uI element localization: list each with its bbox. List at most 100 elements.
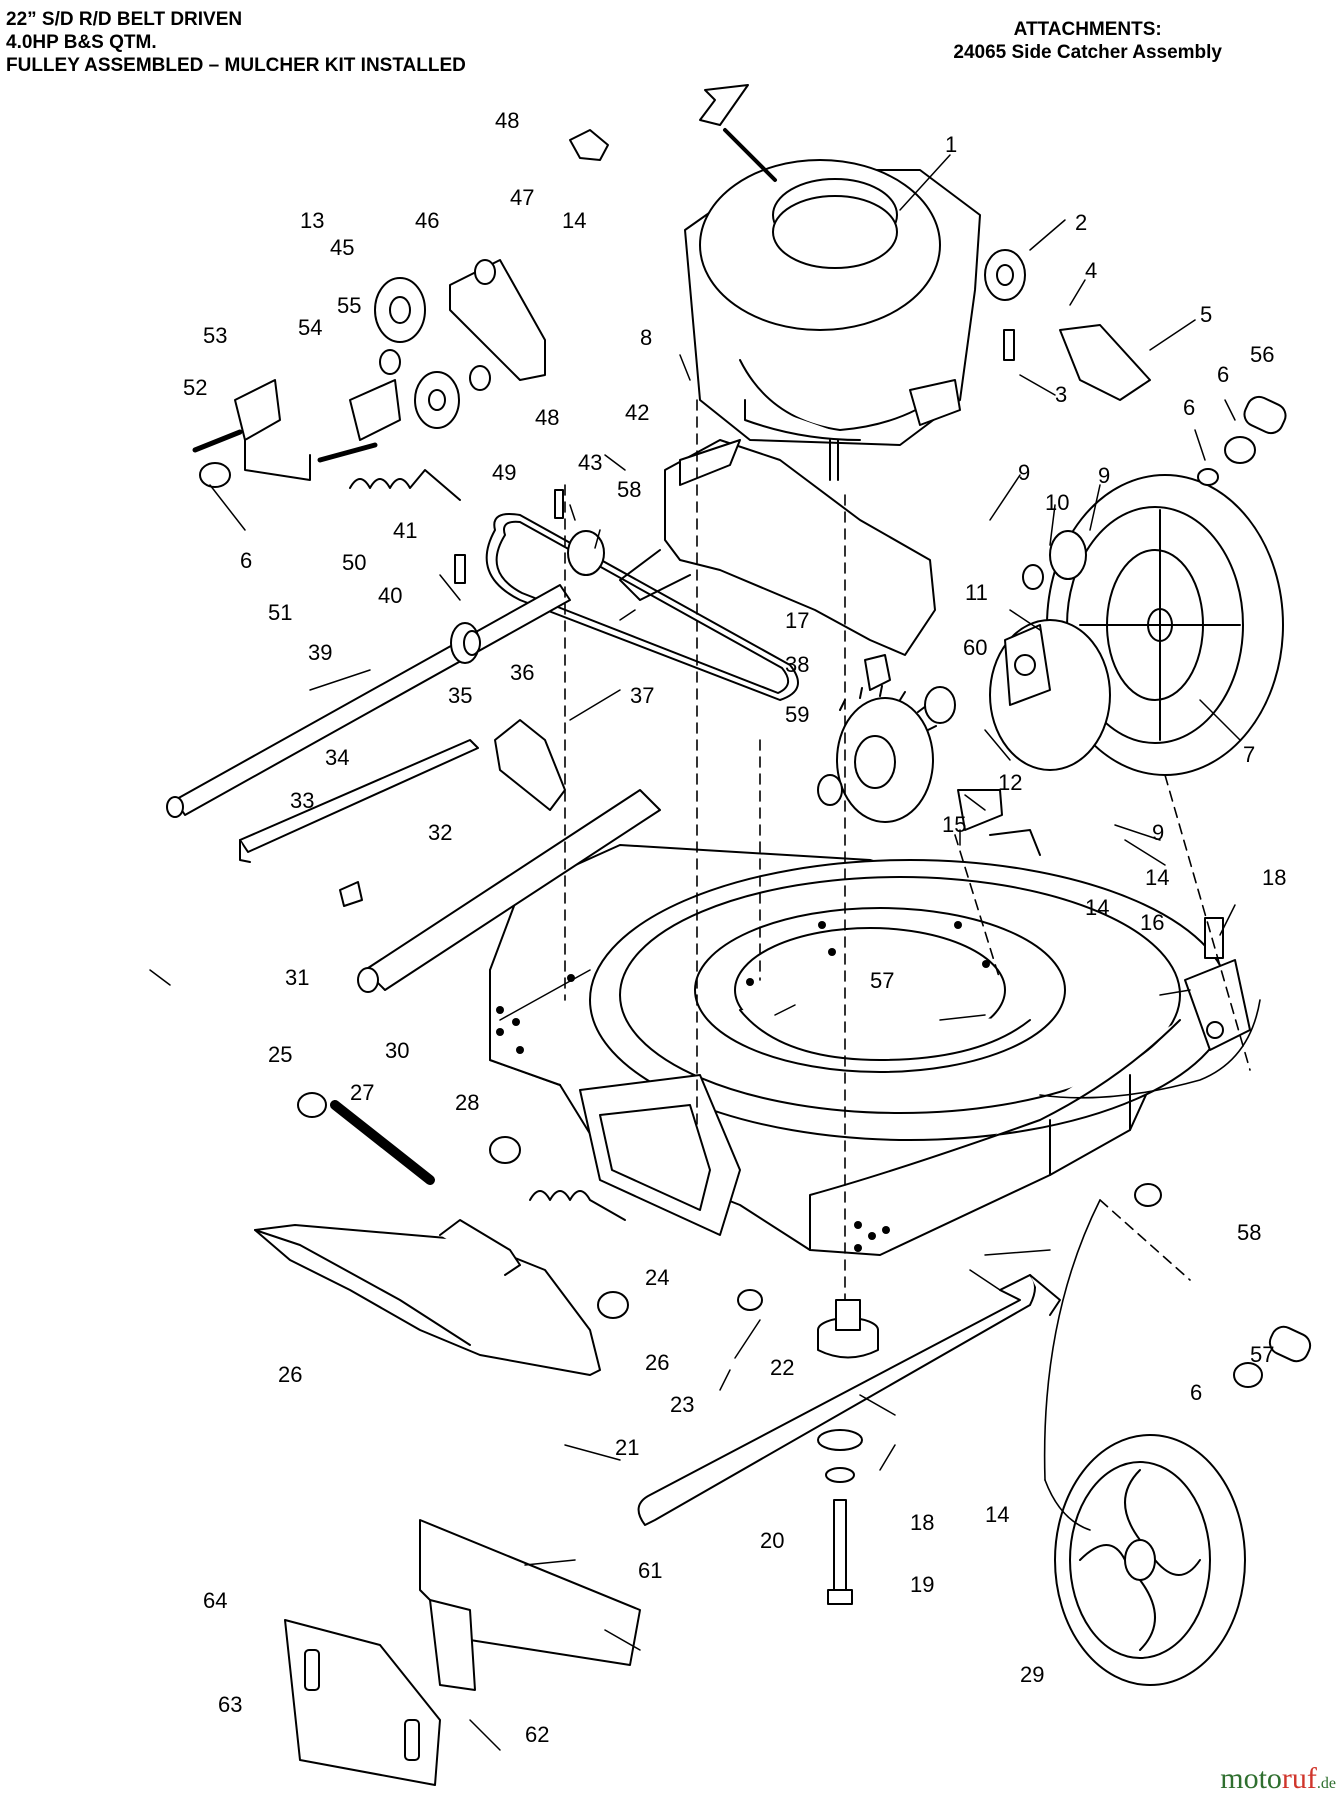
callout-number: 36 — [510, 660, 534, 685]
callout-number: 49 — [492, 460, 516, 485]
callout-number: 14 — [562, 208, 586, 233]
callout-number: 29 — [1020, 1662, 1044, 1687]
callout-number: 27 — [350, 1080, 374, 1105]
callout-number: 18 — [1262, 865, 1286, 890]
callout-number: 22 — [770, 1355, 794, 1380]
callout-number: 12 — [998, 770, 1022, 795]
callout-number: 59 — [785, 702, 809, 727]
callout-number: 37 — [630, 683, 654, 708]
left-bracket-assembly — [192, 259, 605, 576]
callout-number: 60 — [963, 635, 987, 660]
callout-number: 23 — [670, 1392, 694, 1417]
callout-number: 33 — [290, 788, 314, 813]
callout-number: 46 — [415, 208, 439, 233]
springs — [349, 469, 626, 1221]
callout-number: 2 — [1075, 210, 1087, 235]
callout-number: 52 — [183, 375, 207, 400]
callout-numbers: 1 2 3 4 5 6 6 6 6 7 8 9 9 9 10 11 12 13 … — [183, 108, 1286, 1747]
header-line-2: 4.0HP B&S QTM. — [6, 32, 157, 53]
callout-number: 39 — [308, 640, 332, 665]
wheel-hub — [989, 619, 1111, 771]
watermark-logo: motoruf.de — [1220, 1762, 1336, 1796]
callout-number: 7 — [1243, 742, 1255, 767]
callout-number: 32 — [428, 820, 452, 845]
callout-number: 34 — [325, 745, 349, 770]
callout-number: 4 — [1085, 258, 1097, 283]
callout-number: 13 — [300, 208, 324, 233]
callout-number: 28 — [455, 1090, 479, 1115]
header-line-1: 22” S/D R/D BELT DRIVEN — [6, 9, 243, 30]
callout-number: 11 — [965, 580, 988, 605]
mower-deck — [489, 844, 1231, 1256]
drive-belt — [485, 513, 799, 701]
callout-number: 20 — [760, 1528, 784, 1553]
callout-number: 41 — [393, 518, 417, 543]
callout-number: 8 — [640, 325, 652, 350]
watermark-part-2: ruf — [1281, 1762, 1317, 1795]
diagram-header-left: 22” S/D R/D BELT DRIVEN 4.0HP B&S QTM. F… — [6, 8, 466, 77]
attachments-title: ATTACHMENTS: — [1013, 19, 1162, 40]
callout-number: 64 — [203, 1588, 227, 1613]
callout-number: 14 — [1085, 895, 1109, 920]
callout-number: 53 — [203, 323, 227, 348]
callout-number: 48 — [535, 405, 559, 430]
leader-lines — [149, 154, 1241, 1751]
attachments-block: ATTACHMENTS: 24065 Side Catcher Assembly — [953, 18, 1222, 64]
callout-number: 19 — [910, 1572, 934, 1597]
outline-curves — [1039, 999, 1261, 1531]
callout-number: 45 — [330, 235, 354, 260]
callout-number: 57 — [870, 968, 894, 993]
baffle-rods — [239, 739, 661, 993]
callout-number: 38 — [785, 652, 809, 677]
rear-flap — [254, 1219, 601, 1376]
callout-number: 42 — [625, 400, 649, 425]
watermark-part-3: .de — [1316, 1775, 1336, 1792]
callout-number: 21 — [615, 1435, 639, 1460]
callout-number: 25 — [268, 1042, 292, 1067]
callout-number: 16 — [1140, 910, 1164, 935]
callout-number: 1 — [945, 132, 957, 157]
callout-number: 62 — [525, 1722, 549, 1747]
deck-holes — [496, 921, 990, 1252]
callout-number: 47 — [510, 185, 534, 210]
callout-number: 5 — [1200, 302, 1212, 327]
callout-number: 40 — [378, 583, 402, 608]
assembly-lines — [564, 399, 1251, 1301]
small-parts — [297, 129, 1312, 1388]
callout-number: 55 — [337, 293, 361, 318]
callout-number: 6 — [1190, 1380, 1202, 1405]
callout-number: 9 — [1018, 460, 1030, 485]
callout-number: 3 — [1055, 382, 1067, 407]
callout-number: 51 — [268, 600, 292, 625]
drive-gear — [836, 685, 937, 823]
callout-number: 35 — [448, 683, 472, 708]
callout-number: 6 — [1183, 395, 1195, 420]
callout-number: 31 — [285, 965, 309, 990]
callout-number: 9 — [1152, 820, 1164, 845]
blade-adapter — [817, 1299, 879, 1605]
front-wheel — [1054, 1434, 1246, 1686]
callout-number: 26 — [278, 1362, 302, 1387]
callout-number: 9 — [1098, 463, 1110, 488]
callout-number: 15 — [942, 812, 966, 837]
drive-axle — [166, 584, 571, 818]
callout-number: 26 — [645, 1350, 669, 1375]
callout-number: 10 — [1045, 490, 1069, 515]
callout-number: 50 — [342, 550, 366, 575]
callout-number: 14 — [1145, 865, 1169, 890]
callout-number: 14 — [985, 1502, 1009, 1527]
belt-cover — [619, 439, 936, 656]
callout-number: 17 — [785, 608, 809, 633]
callout-number: 6 — [1217, 362, 1229, 387]
attachments-item: 24065 Side Catcher Assembly — [953, 42, 1222, 63]
callout-number: 58 — [617, 477, 641, 502]
callout-number: 48 — [495, 108, 519, 133]
watermark-part-1: moto — [1220, 1762, 1282, 1795]
blade — [637, 1274, 1061, 1526]
callout-number: 54 — [298, 315, 322, 340]
callout-number: 18 — [910, 1510, 934, 1535]
callout-number: 24 — [645, 1265, 669, 1290]
callout-number: 6 — [240, 548, 252, 573]
engine — [684, 84, 981, 481]
